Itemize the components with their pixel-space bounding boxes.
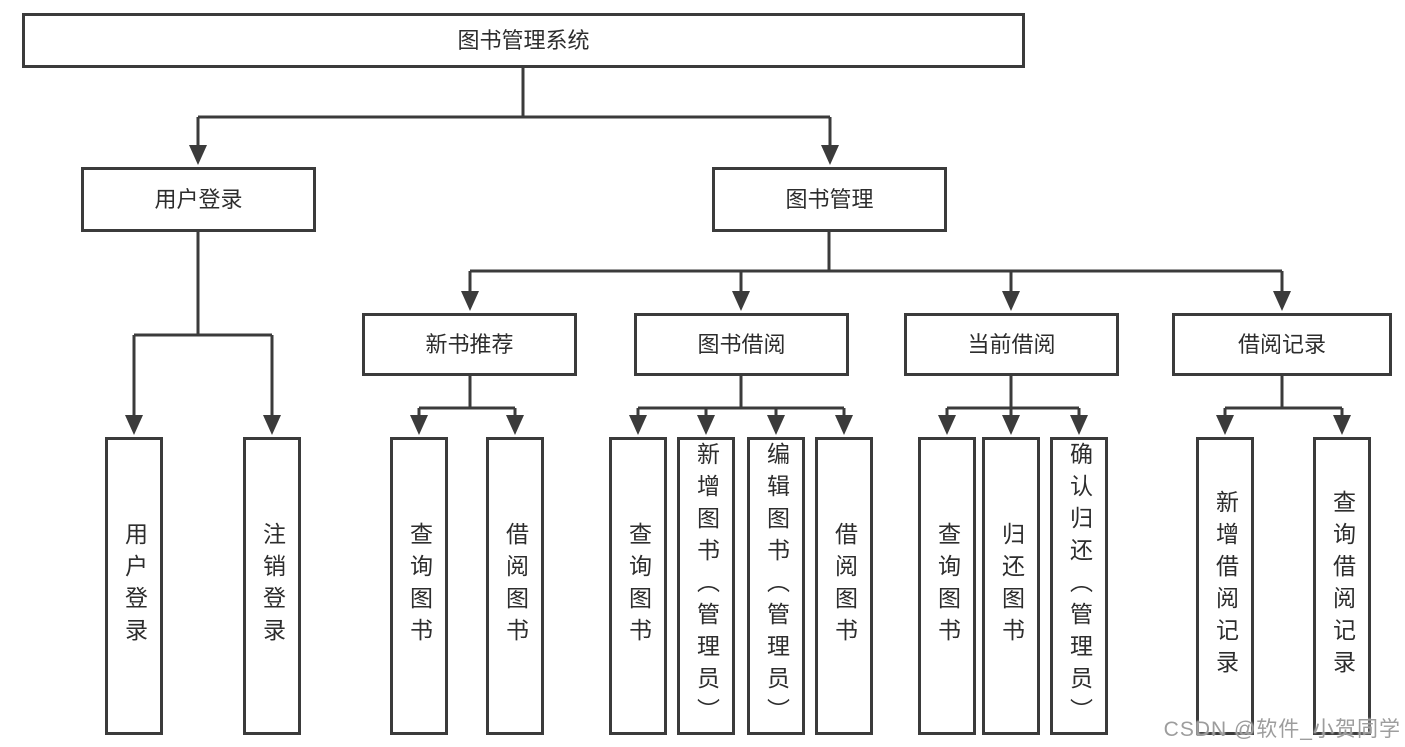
node-leaf-edit-book-admin: 编辑图书（管理员） [747,437,805,735]
node-leaf-query-borrow-record: 查询借阅记录 [1313,437,1371,735]
node-leaf-borrow-books-recommend: 借阅图书 [486,437,544,735]
node-leaf-query-books-borrowing: 查询图书 [609,437,667,735]
arrowheads [125,145,1351,435]
node-leaf-logout: 注销登录 [243,437,301,735]
node-leaf-add-book-admin: 新增图书（管理员） [677,437,735,735]
node-leaf-query-books-current: 查询图书 [918,437,976,735]
node-borrowing-records: 借阅记录 [1172,313,1392,376]
node-leaf-borrow-books: 借阅图书 [815,437,873,735]
node-leaf-user-login: 用户登录 [105,437,163,735]
node-new-book-recommendation: 新书推荐 [362,313,577,376]
node-leaf-query-books-recommend: 查询图书 [390,437,448,735]
node-leaf-confirm-return-admin: 确认归还（管理员） [1050,437,1108,735]
node-book-borrowing: 图书借阅 [634,313,849,376]
node-current-borrowing: 当前借阅 [904,313,1119,376]
node-root-library-system: 图书管理系统 [22,13,1025,68]
node-leaf-return-book: 归还图书 [982,437,1040,735]
node-book-management-branch: 图书管理 [712,167,947,232]
node-user-login-branch: 用户登录 [81,167,316,232]
node-leaf-add-borrow-record: 新增借阅记录 [1196,437,1254,735]
csdn-watermark: CSDN @软件_小贺同学 [1163,718,1401,741]
